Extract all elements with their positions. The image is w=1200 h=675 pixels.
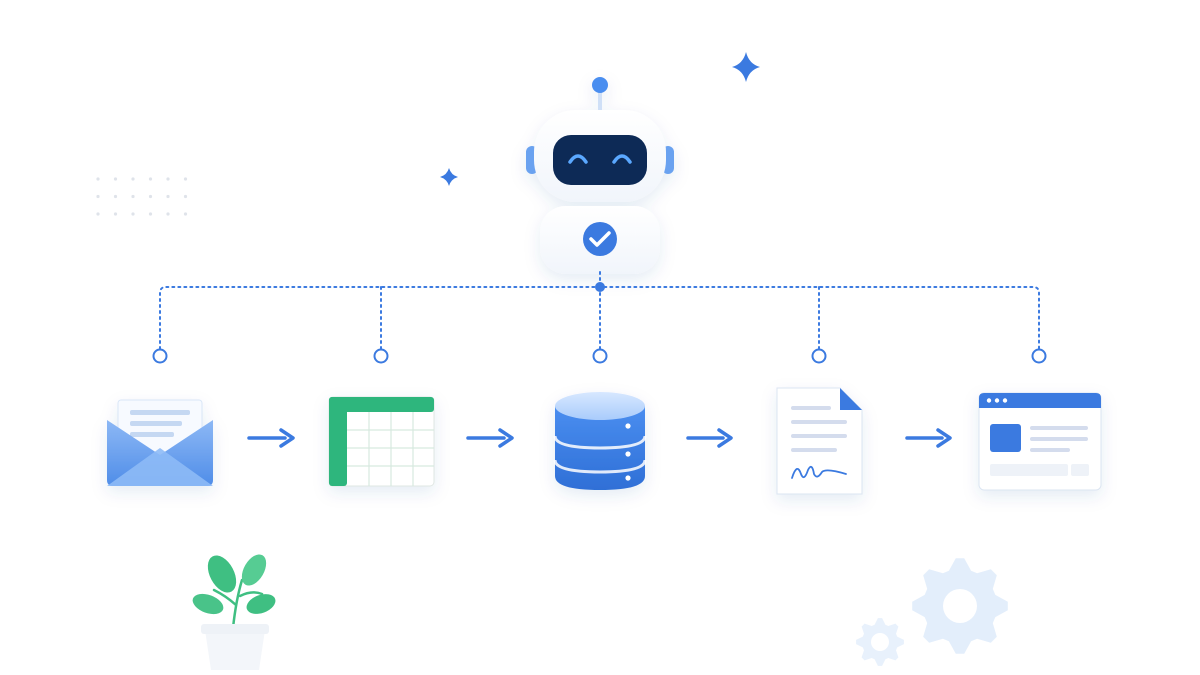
grid-dot bbox=[166, 177, 170, 181]
grid-dot bbox=[113, 194, 118, 199]
grid-dot bbox=[131, 177, 135, 181]
dot-grid-decoration bbox=[96, 177, 188, 216]
grid-dot bbox=[131, 212, 135, 216]
web-app-window-icon bbox=[978, 392, 1102, 491]
grid-dot bbox=[113, 212, 118, 216]
spreadsheet-icon bbox=[328, 396, 435, 487]
arrow-right-icon bbox=[247, 428, 295, 448]
grid-dot bbox=[148, 194, 153, 199]
connector-node bbox=[592, 348, 608, 364]
flow-arrows bbox=[247, 428, 952, 448]
email-envelope-icon bbox=[107, 399, 213, 486]
grid-dot bbox=[166, 212, 170, 216]
grid-dot bbox=[96, 194, 100, 199]
grid-dot bbox=[131, 194, 135, 199]
connector-lines bbox=[152, 271, 1047, 364]
robot-eye-right bbox=[612, 154, 632, 164]
grid-dot bbox=[166, 194, 170, 199]
robot-icon bbox=[526, 77, 674, 274]
sparkle-icon bbox=[440, 168, 458, 186]
robot-visor bbox=[553, 135, 647, 185]
database-icon bbox=[553, 392, 647, 490]
connector-node bbox=[811, 348, 827, 364]
connector-node bbox=[1031, 348, 1047, 364]
grid-dot bbox=[113, 177, 118, 181]
arrow-right-icon bbox=[466, 428, 514, 448]
potted-plant-icon bbox=[192, 554, 276, 670]
arrow-right-icon bbox=[686, 428, 733, 448]
grid-dot bbox=[96, 177, 100, 181]
grid-dot bbox=[183, 212, 188, 216]
connector-node bbox=[152, 348, 168, 364]
grid-dot bbox=[148, 212, 153, 216]
connector-node bbox=[373, 348, 389, 364]
grid-dot bbox=[148, 177, 153, 181]
connector-hub bbox=[595, 282, 605, 292]
grid-dot bbox=[183, 194, 188, 199]
grid-dot bbox=[96, 212, 100, 216]
sparkle-icon bbox=[732, 52, 760, 82]
robot-eye-left bbox=[568, 154, 588, 164]
grid-dot bbox=[183, 177, 188, 181]
gear-icon bbox=[912, 558, 1008, 654]
check-badge-icon bbox=[583, 222, 617, 256]
arrow-right-icon bbox=[905, 428, 952, 448]
gear-icon bbox=[856, 618, 904, 666]
signed-document-icon bbox=[776, 387, 863, 495]
